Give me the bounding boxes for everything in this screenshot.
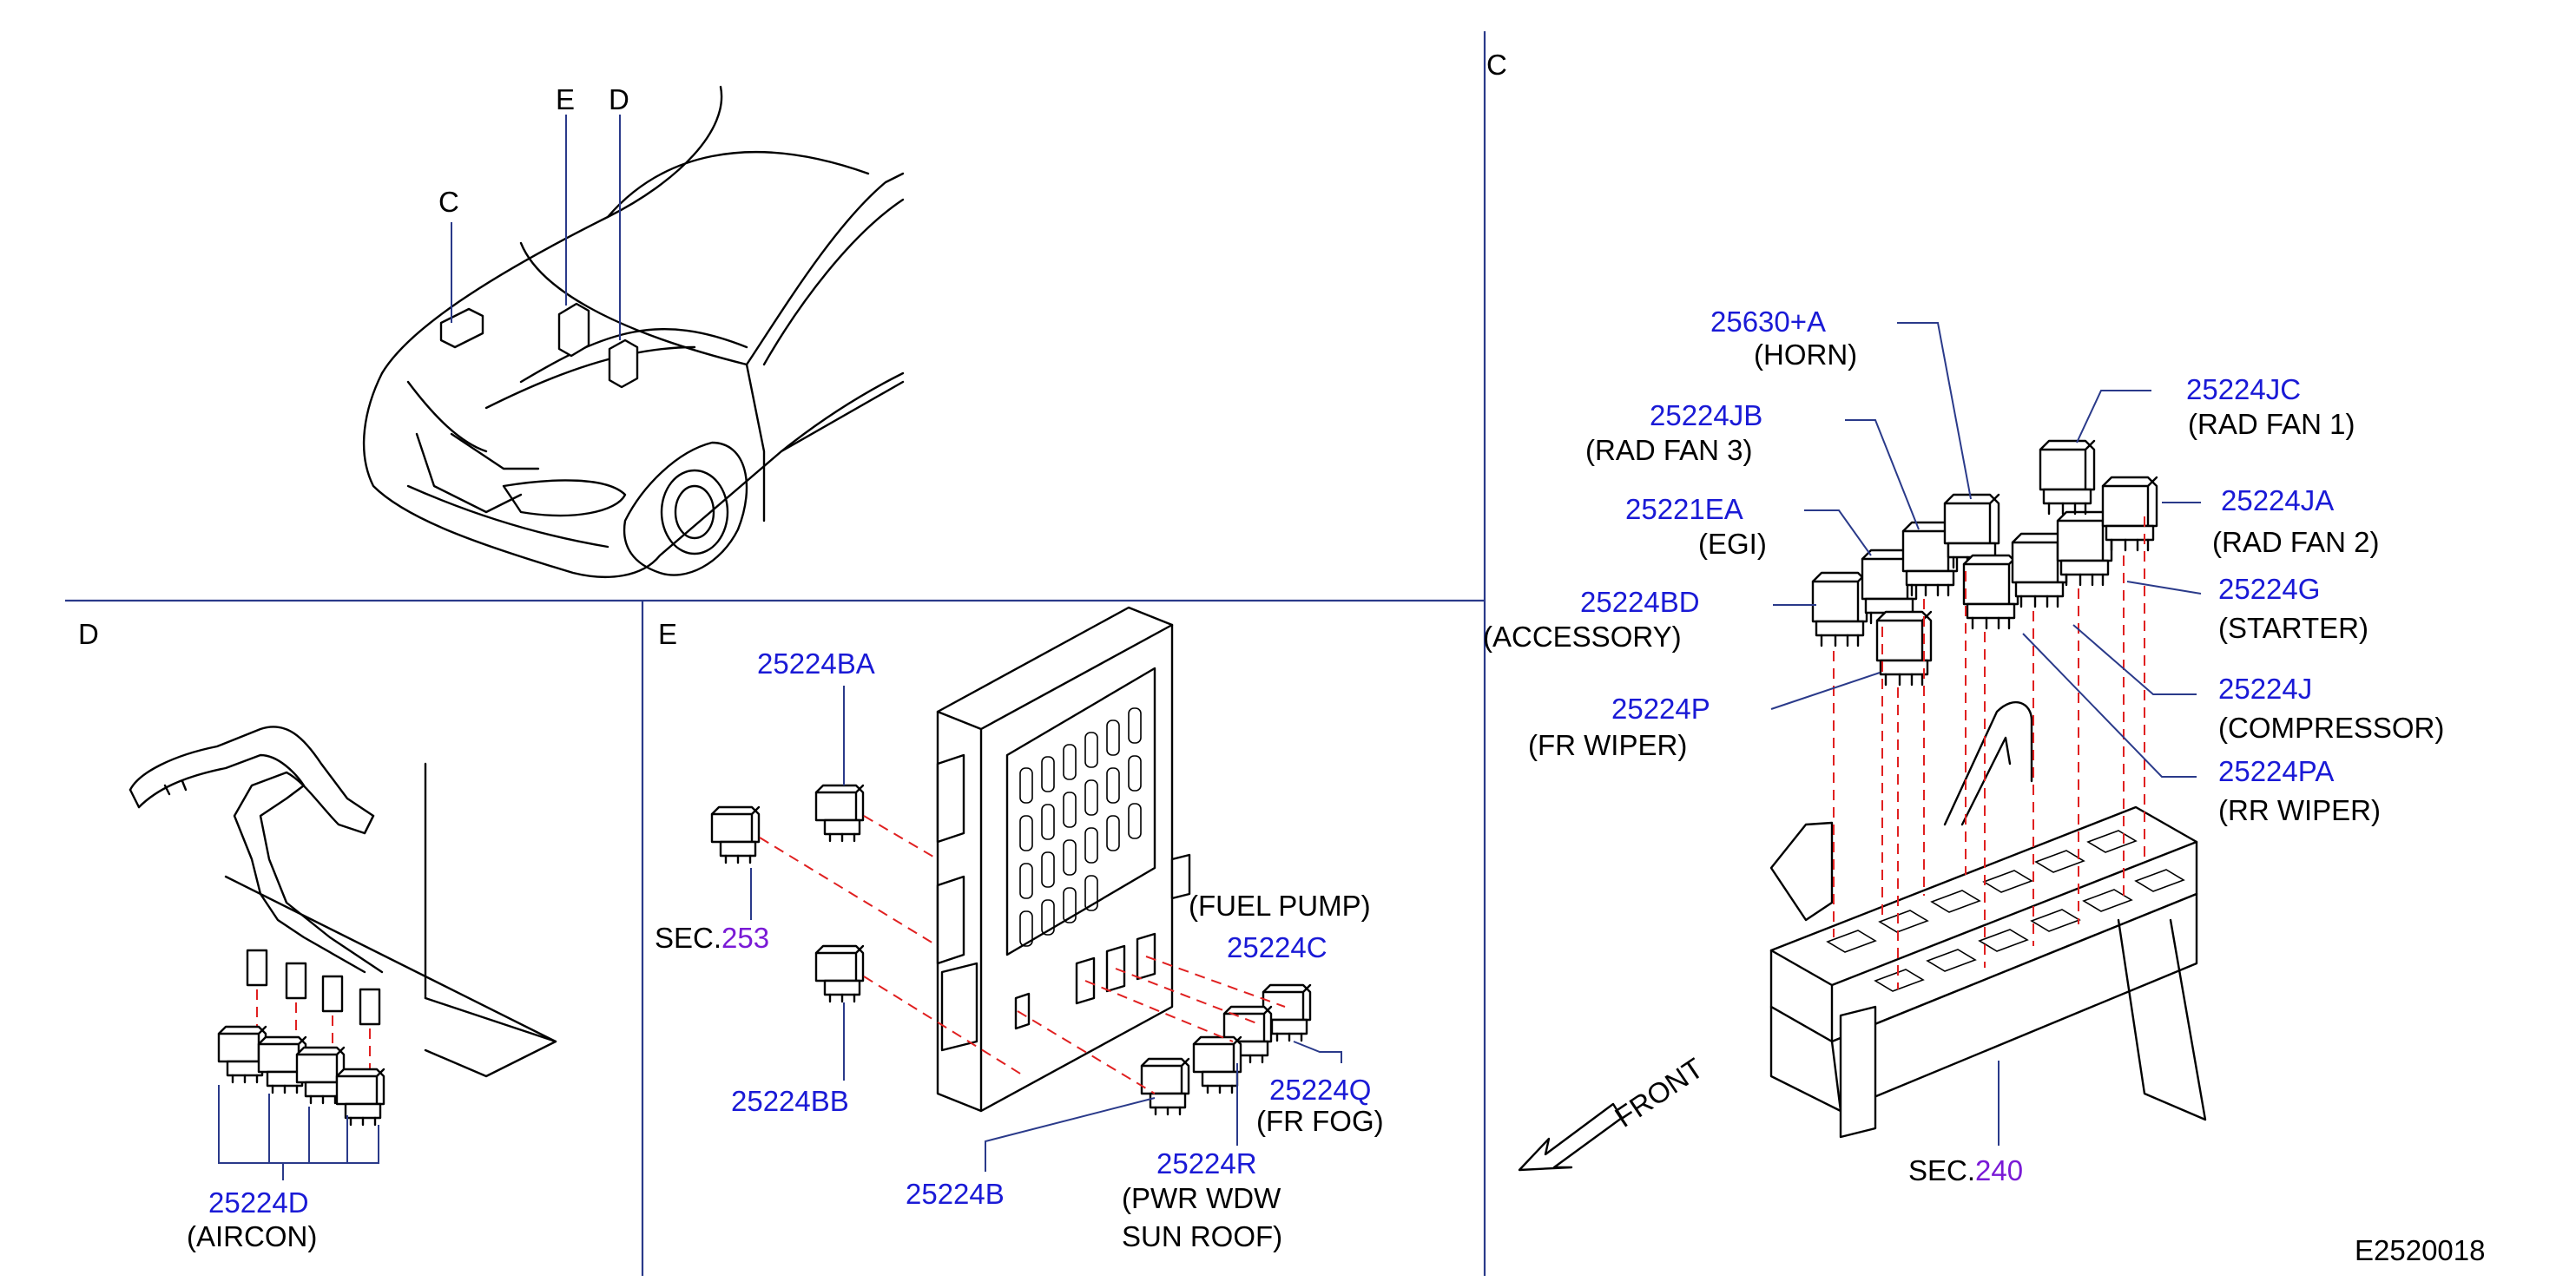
aircon-bracket	[128, 726, 557, 1180]
sec-253-prefix: SEC.	[655, 922, 721, 954]
part-25224JC[interactable]: 25224JC	[2186, 373, 2301, 405]
section-e-header: E	[658, 618, 677, 650]
part-25224JB[interactable]: 25224JB	[1650, 399, 1762, 431]
part-desc-fuel-pump: (FUEL PUMP)	[1189, 890, 1371, 922]
part-desc-rad-fan-2: (RAD FAN 2)	[2212, 526, 2380, 558]
part-25224Q[interactable]: 25224Q	[1269, 1074, 1371, 1106]
front-direction-label: FRONT	[1609, 1052, 1709, 1134]
diagram-code: E2520018	[2355, 1234, 2485, 1266]
part-25224B[interactable]: 25224B	[906, 1178, 1005, 1210]
part-desc-rad-fan-3: (RAD FAN 3)	[1585, 434, 1753, 466]
sec-253-number[interactable]: 253	[721, 922, 769, 954]
sec-240-number[interactable]: 240	[1975, 1154, 2023, 1186]
car-illustration	[362, 85, 905, 578]
part-desc-accessory: (ACCESSORY)	[1483, 621, 1682, 653]
part-desc-sun-roof: SUN ROOF)	[1122, 1220, 1282, 1252]
part-25224G[interactable]: 25224G	[2218, 573, 2320, 605]
callout-d: D	[609, 83, 629, 115]
relay-block-assembly	[1518, 322, 2207, 1172]
panel-dividers	[65, 31, 1486, 1276]
sec-240-prefix: SEC.	[1908, 1154, 1975, 1186]
part-25224J[interactable]: 25224J	[2218, 673, 2312, 705]
part-25224C[interactable]: 25224C	[1227, 931, 1328, 963]
part-desc-horn: (HORN)	[1754, 338, 1857, 371]
sec-240-ref[interactable]: SEC.240	[1908, 1154, 2023, 1186]
part-25224PA[interactable]: 25224PA	[2218, 755, 2334, 787]
part-25221EA[interactable]: 25221EA	[1625, 493, 1743, 525]
section-c-header: C	[1486, 49, 1507, 81]
part-desc-rr-wiper: (RR WIPER)	[2218, 794, 2381, 826]
part-25224BA[interactable]: 25224BA	[757, 647, 875, 680]
callout-e: E	[556, 83, 575, 115]
part-desc-fr-wiper: (FR WIPER)	[1528, 729, 1687, 761]
part-25224BD[interactable]: 25224BD	[1580, 586, 1700, 618]
part-25224R[interactable]: 25224R	[1156, 1147, 1257, 1180]
part-25224P[interactable]: 25224P	[1611, 693, 1710, 725]
part-desc-fr-fog: (FR FOG)	[1256, 1105, 1384, 1137]
part-25224D[interactable]: 25224D	[208, 1186, 309, 1219]
part-25630-A[interactable]: 25630+A	[1710, 306, 1826, 338]
part-desc-starter: (STARTER)	[2218, 612, 2368, 644]
callout-c: C	[438, 186, 459, 218]
part-25224BB[interactable]: 25224BB	[731, 1085, 849, 1117]
sec-253-ref[interactable]: SEC.253	[655, 922, 769, 954]
part-desc-aircon: (AIRCON)	[187, 1220, 317, 1252]
section-d-header: D	[78, 618, 99, 650]
part-25224JA[interactable]: 25224JA	[2221, 484, 2334, 516]
part-desc-rad-fan-1: (RAD FAN 1)	[2188, 408, 2355, 440]
fuse-box-assembly	[710, 606, 1342, 1172]
part-desc-egi: (EGI)	[1698, 528, 1767, 560]
part-desc-compressor: (COMPRESSOR)	[2218, 712, 2444, 744]
part-desc-pwr-wdw: (PWR WDW	[1122, 1182, 1281, 1214]
